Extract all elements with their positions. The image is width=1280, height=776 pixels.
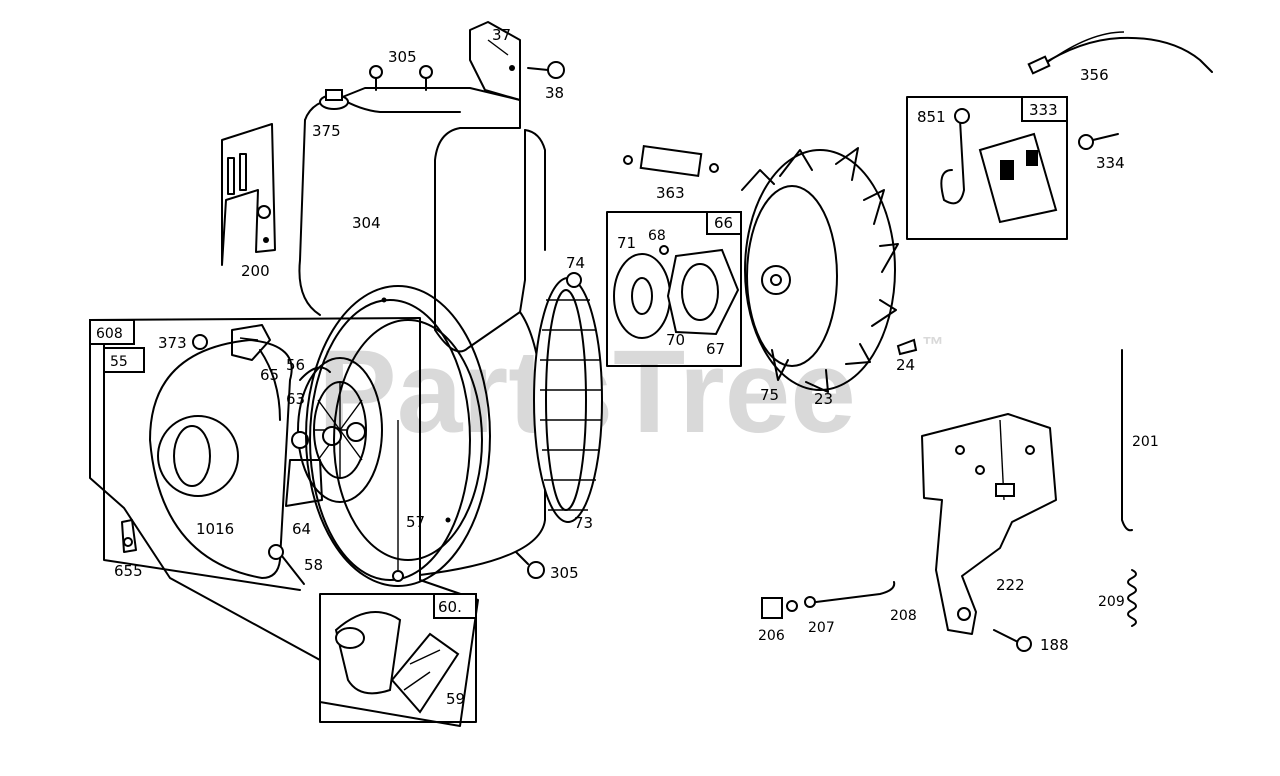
- screw-38: [527, 61, 565, 79]
- callout-305-lower: 305: [550, 564, 579, 582]
- callout-57: 57: [406, 513, 425, 531]
- flywheel-screen-73: [533, 277, 603, 523]
- grommet-375: [319, 89, 349, 110]
- callout-74: 74: [566, 254, 585, 272]
- callout-333: 333: [1029, 101, 1058, 119]
- key-24: [896, 338, 918, 356]
- screw-334: [1078, 133, 1119, 150]
- callout-55: 55: [110, 354, 128, 370]
- link-rod: [761, 581, 896, 619]
- clip-655: [121, 519, 137, 553]
- callout-1016: 1016: [196, 520, 234, 538]
- callout-373: 373: [158, 334, 187, 352]
- callout-37: 37: [492, 26, 511, 44]
- callout-56: 56: [286, 356, 305, 374]
- switch-box: [906, 96, 1068, 240]
- screw-58: [268, 544, 305, 585]
- callout-305-top: 305: [388, 48, 417, 66]
- callout-608: 608: [96, 326, 123, 342]
- starter-assembly-box: [89, 317, 479, 727]
- callout-222: 222: [996, 576, 1025, 594]
- screen-rings: [305, 285, 491, 587]
- starter-cover-1016: [149, 339, 293, 579]
- callout-58: 58: [304, 556, 323, 574]
- callout-64: 64: [292, 520, 311, 538]
- ratchet-box: [319, 593, 477, 723]
- rod-201: [1121, 349, 1133, 532]
- control-bracket-222: [921, 413, 1057, 635]
- callout-labels: 37 305 38 375 304 200 608 55 373 65 56 6…: [96, 26, 1159, 708]
- screw-188: [993, 629, 1032, 652]
- callout-71: 71: [617, 234, 636, 252]
- callout-375: 375: [312, 122, 341, 140]
- spring-209: [1127, 569, 1137, 627]
- callout-59: 59: [446, 690, 465, 708]
- callout-209: 209: [1098, 594, 1125, 610]
- callout-38: 38: [545, 84, 564, 102]
- flywheel-23: [741, 147, 899, 393]
- pawl-parts: [192, 324, 271, 361]
- callout-65: 65: [260, 366, 279, 384]
- callout-334: 334: [1096, 154, 1125, 172]
- bar-363: [623, 144, 719, 178]
- callout-67: 67: [706, 340, 725, 358]
- screw-305-lower: [515, 551, 545, 579]
- callout-208: 208: [890, 608, 917, 624]
- screw-305-top: [369, 65, 433, 91]
- callout-66: 66: [714, 214, 733, 232]
- callout-75: 75: [760, 386, 779, 404]
- callout-24: 24: [896, 356, 915, 374]
- callout-200: 200: [241, 262, 270, 280]
- plate-200: [221, 123, 276, 266]
- clutch-box: [606, 211, 742, 367]
- callout-201: 201: [1132, 434, 1159, 450]
- trademark: ™: [922, 332, 944, 357]
- nut-74: [566, 272, 582, 288]
- callout-356: 356: [1080, 66, 1109, 84]
- bracket-part: [469, 21, 521, 101]
- callout-363: 363: [656, 184, 685, 202]
- callout-304: 304: [352, 214, 381, 232]
- callout-70: 70: [666, 331, 685, 349]
- rope: [392, 420, 404, 582]
- callout-206: 206: [758, 628, 785, 644]
- callout-23: 23: [814, 390, 833, 408]
- callout-207: 207: [808, 620, 835, 636]
- callout-60: 60.: [438, 598, 462, 616]
- callout-851: 851: [917, 108, 946, 126]
- callout-655: 655: [114, 562, 143, 580]
- callout-68: 68: [648, 228, 666, 244]
- callout-63: 63: [286, 390, 305, 408]
- wire-356: [1027, 31, 1213, 75]
- callout-73: 73: [574, 514, 593, 532]
- callout-188: 188: [1040, 636, 1069, 654]
- rewind-pulley: [285, 357, 383, 507]
